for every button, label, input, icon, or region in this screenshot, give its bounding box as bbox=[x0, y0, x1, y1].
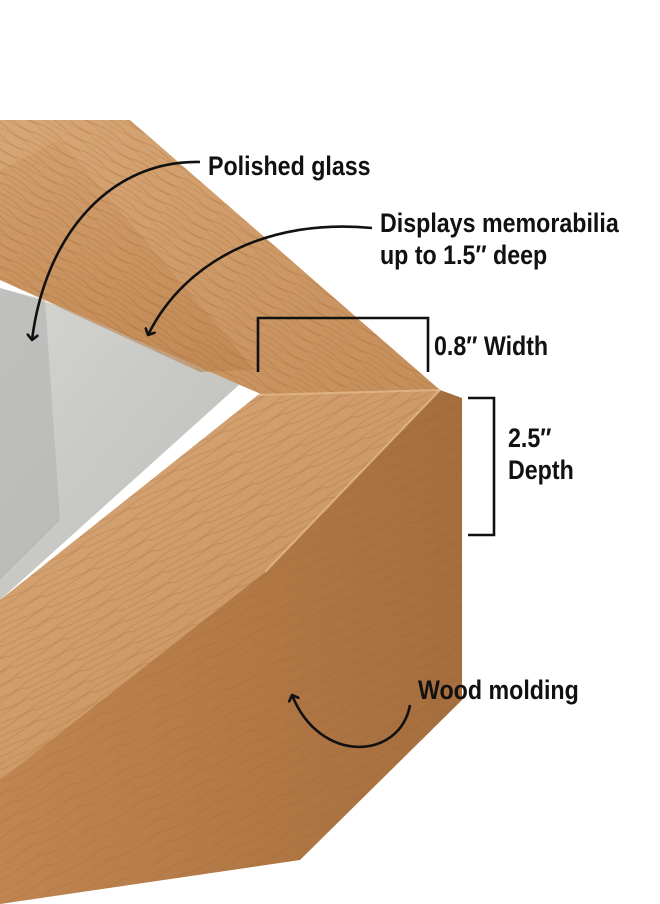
label-depth-line1: 2.5″ bbox=[508, 423, 552, 453]
label-depth: 2.5″ Depth bbox=[508, 422, 574, 486]
label-displays-memorabilia: Displays memorabilia up to 1.5″ deep bbox=[380, 207, 619, 271]
label-display-line2: up to 1.5″ deep bbox=[380, 240, 548, 270]
label-polished-glass: Polished glass bbox=[208, 151, 371, 181]
label-depth-line2: Depth bbox=[508, 455, 574, 485]
arrow-wood-molding bbox=[292, 695, 412, 749]
width-bracket bbox=[256, 316, 430, 372]
miter-joint bbox=[257, 389, 441, 396]
arrow-polished-glass bbox=[32, 160, 201, 340]
label-display-line1: Displays memorabilia bbox=[380, 208, 619, 238]
arrow-displays-memorabilia bbox=[148, 225, 373, 335]
glass-shadow bbox=[0, 288, 60, 580]
label-wood-molding: Wood molding bbox=[418, 675, 579, 705]
label-width: 0.8″ Width bbox=[434, 331, 549, 361]
depth-bracket bbox=[468, 396, 496, 537]
